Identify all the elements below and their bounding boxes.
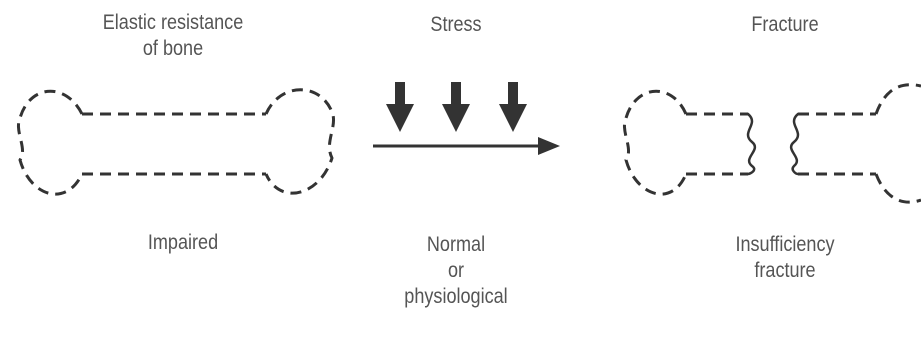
normal-line-3: physiological <box>404 285 508 308</box>
down-arrow-icon <box>386 82 414 132</box>
elastic-resistance-line-2: of bone <box>142 37 204 60</box>
insufficiency-line-2: fracture <box>754 259 816 282</box>
down-arrow-icon <box>442 82 470 132</box>
normal-line-2: or <box>447 259 465 282</box>
fractured-bone-left-end <box>623 89 688 196</box>
elastic-resistance-label: Elastic resistance of bone <box>78 10 267 62</box>
elastic-resistance-line-1: Elastic resistance <box>102 11 244 34</box>
fracture-edge-left <box>746 112 757 176</box>
intact-bone-right-end <box>264 88 335 195</box>
fracture-label: Fracture <box>725 12 845 38</box>
intact-bone-outline <box>17 88 335 196</box>
impaired-line-1: Impaired <box>147 231 219 254</box>
stress-arrows <box>386 82 527 132</box>
stress-line-1: Stress <box>430 13 482 36</box>
impaired-label: Impaired <box>123 230 243 256</box>
fracture-break-lines <box>746 112 800 176</box>
fracture-line-1: Fracture <box>751 13 819 36</box>
insufficiency-fracture-label: Insufficiency fracture <box>708 232 863 284</box>
stress-label: Stress <box>404 12 507 38</box>
normal-physiological-label: Normal or physiological <box>387 232 525 310</box>
down-arrow-icon <box>499 82 527 132</box>
insufficiency-line-1: Insufficiency <box>735 233 835 256</box>
intact-bone-left-end <box>17 89 84 196</box>
fractured-bone-outline <box>623 83 921 204</box>
fractured-bone-right-end <box>874 83 921 204</box>
right-arrow-icon <box>373 137 560 155</box>
normal-line-1: Normal <box>426 233 486 256</box>
fracture-edge-right <box>789 112 800 176</box>
